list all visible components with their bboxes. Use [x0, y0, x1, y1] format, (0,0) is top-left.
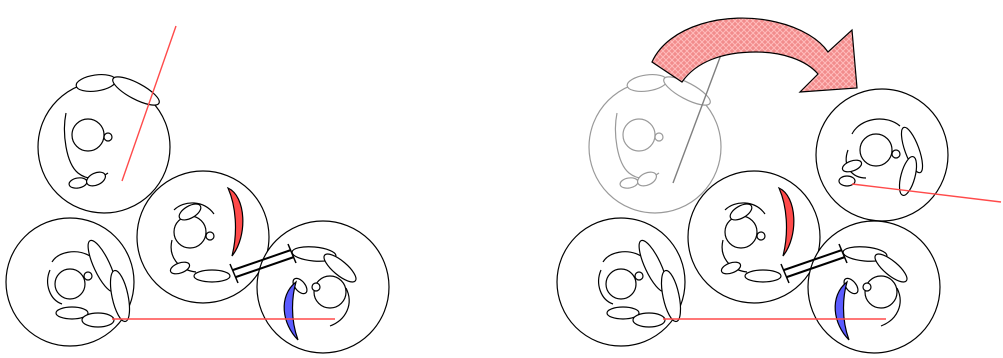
circle-bottom-right [257, 221, 389, 353]
panel-after [557, 18, 1001, 353]
circle-middle-after [688, 171, 820, 303]
circle-bottom-left-after [557, 218, 685, 346]
circle-moved-top-right [816, 89, 948, 221]
circle-middle [137, 171, 269, 303]
circle-bottom-left [6, 218, 134, 346]
panel-before [6, 26, 389, 353]
curved-rotation-arrow-icon [652, 18, 857, 92]
circle-bottom-right-after [808, 221, 940, 353]
circle-top-left [38, 72, 170, 213]
